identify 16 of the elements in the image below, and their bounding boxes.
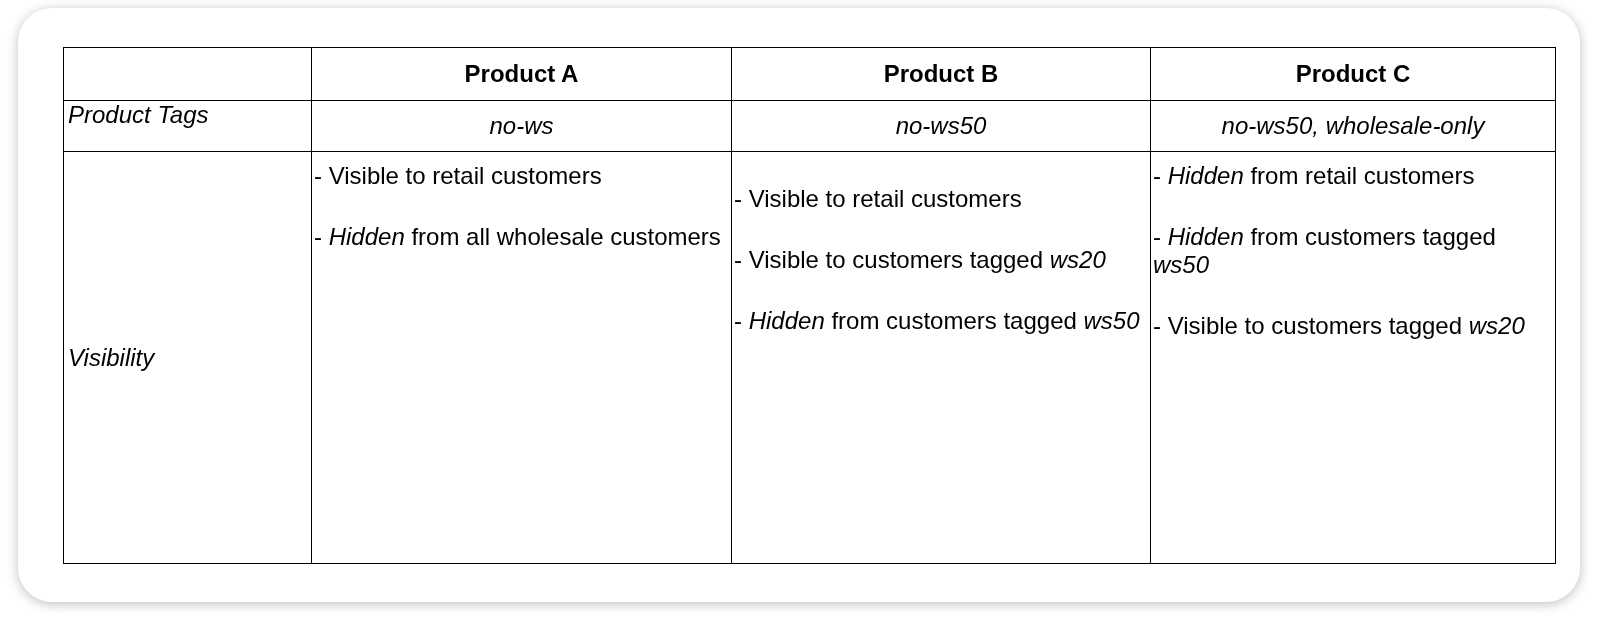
cell-text: - Visible to customers tagged ws20 [1153, 312, 1526, 340]
cell-text: - Visible to retail customers [734, 185, 1023, 213]
cell-text: - Hidden from all wholesale customers [314, 223, 722, 251]
cell-text: - Hidden from retail customers [1153, 162, 1476, 190]
row-header: Product Tags [67, 101, 210, 129]
cell-text: - Hidden from customers tagged ws50 [1153, 223, 1497, 279]
cell-text: - Visible to retail customers [314, 162, 603, 190]
column-header: Product B [882, 60, 1000, 88]
row-header: Visibility [67, 343, 157, 372]
column-header: Product C [1294, 60, 1412, 88]
cell-text: - Visible to customers tagged ws20 [734, 246, 1107, 274]
tag-text: no-ws50, wholesale-only [1220, 112, 1487, 140]
tag-text: no-ws [488, 112, 555, 140]
cell-text: - Hidden from customers tagged ws50 [734, 307, 1141, 335]
column-header: Product A [463, 60, 580, 88]
tag-text: no-ws50 [894, 112, 988, 140]
